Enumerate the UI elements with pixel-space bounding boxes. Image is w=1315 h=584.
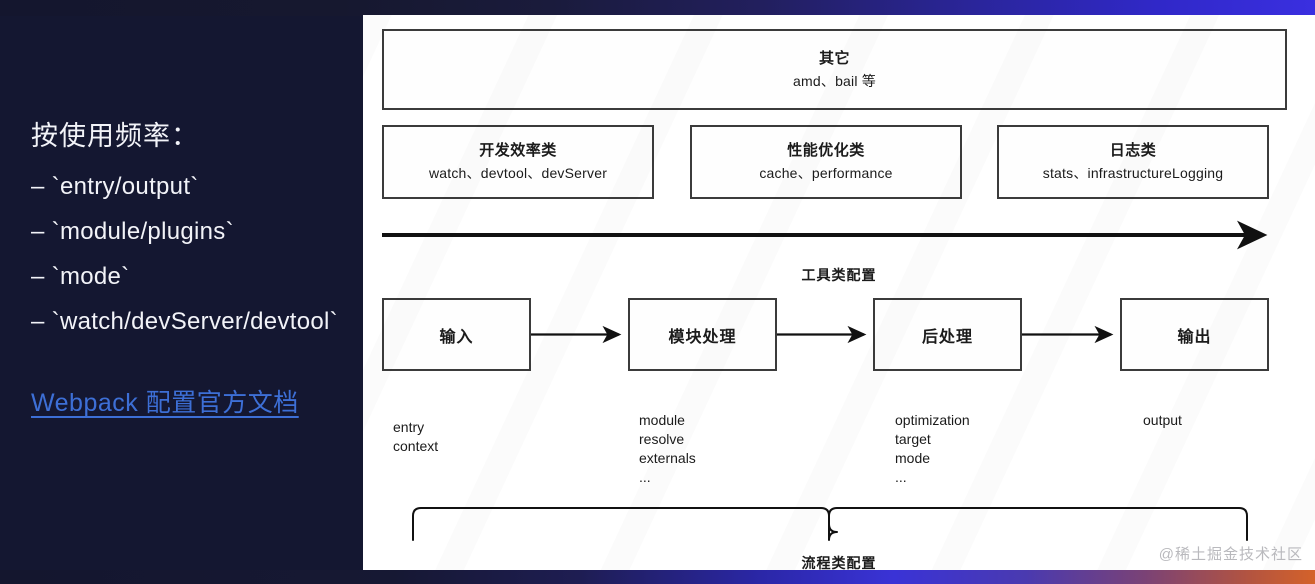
list-item: –`module/plugins` <box>31 209 361 254</box>
box-title: 开发效率类 <box>479 142 557 159</box>
diagram-panel: 其它 amd、bail 等 开发效率类 watch、devtool、devSer… <box>363 15 1315 570</box>
box-subtitle: amd、bail 等 <box>793 72 876 89</box>
box-title: 日志类 <box>1109 142 1157 159</box>
bullet-text: `entry/output` <box>51 173 199 200</box>
flow-box-module-processing: 模块处理 <box>628 298 777 371</box>
diagram-box-dev-efficiency: 开发效率类 watch、devtool、devServer <box>382 125 654 199</box>
box-subtitle: watch、devtool、devServer <box>428 165 608 181</box>
diagram-box-logging: 日志类 stats、infrastructureLogging <box>997 125 1269 199</box>
bullet-dash: – <box>31 308 45 335</box>
bottom-gradient-strip <box>0 570 1315 584</box>
bullet-text: `watch/devServer/devtool` <box>51 308 338 335</box>
top-gradient-strip <box>0 0 1315 16</box>
bullet-dash: – <box>31 218 45 245</box>
list-item: –`mode` <box>31 254 361 299</box>
flow-box-output: 输出 <box>1120 298 1269 371</box>
box-title: 其它 <box>818 49 850 67</box>
bullet-text: `mode` <box>51 263 130 290</box>
bullet-dash: – <box>31 263 45 290</box>
flow-options-output: output <box>1143 412 1182 428</box>
watermark: @稀土掘金技术社区 <box>1158 546 1303 563</box>
flow-config-brace <box>412 507 1248 541</box>
bullet-list: –`entry/output` –`module/plugins` –`mode… <box>31 164 361 344</box>
tool-config-caption: 工具类配置 <box>801 267 877 283</box>
webpack-docs-link[interactable]: Webpack 配置官方文档 <box>31 389 299 417</box>
box-title: 性能优化类 <box>787 142 865 159</box>
list-item: –`watch/devServer/devtool` <box>31 299 361 344</box>
frequency-heading: 按使用频率： <box>31 121 199 151</box>
box-subtitle: stats、infrastructureLogging <box>1042 165 1224 181</box>
list-item: –`entry/output` <box>31 164 361 209</box>
flow-box-post-processing: 后处理 <box>873 298 1022 371</box>
flow-config-caption: 流程类配置 <box>801 555 877 570</box>
left-text-column: 按使用频率： –`entry/output` –`module/plugins`… <box>0 16 363 570</box>
diagram-box-performance: 性能优化类 cache、performance <box>690 125 962 199</box>
bullet-dash: – <box>31 173 45 200</box>
diagram-box-other: 其它 amd、bail 等 <box>382 29 1287 110</box>
bullet-text: `module/plugins` <box>51 218 234 245</box>
box-subtitle: cache、performance <box>759 165 893 181</box>
flow-box-input: 输入 <box>382 298 531 371</box>
